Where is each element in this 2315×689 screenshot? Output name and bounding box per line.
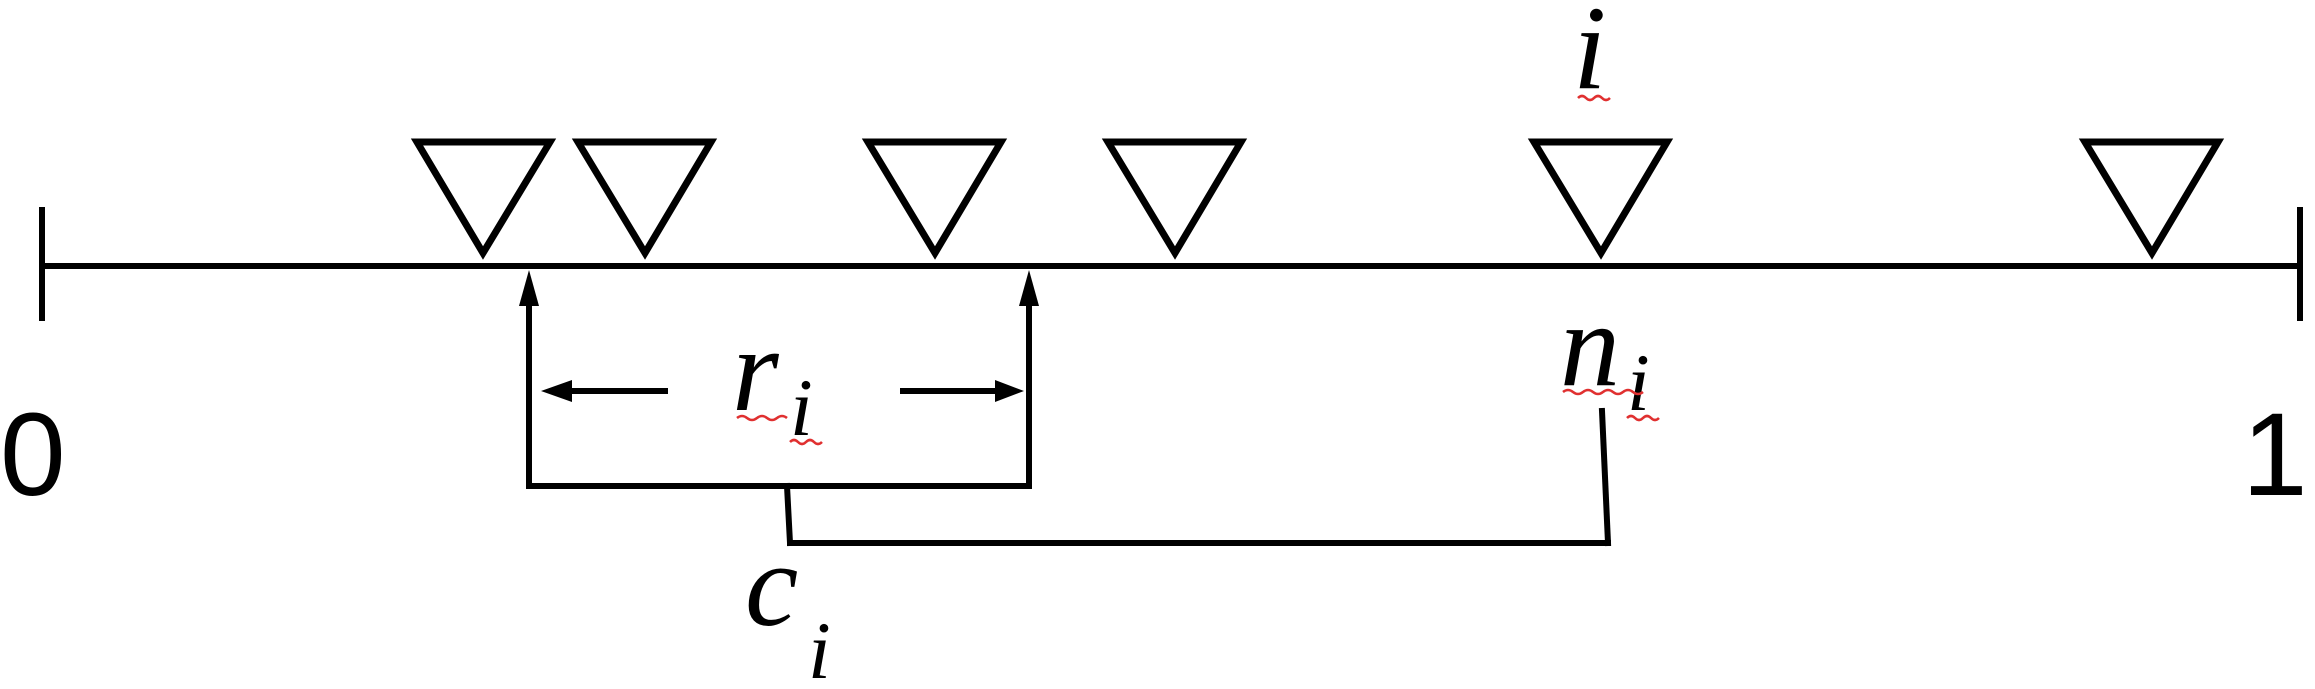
node-marker-icon [1527, 138, 1674, 260]
cost-label-base: c [745, 518, 798, 651]
node-marker-icon [1101, 138, 1248, 260]
node-marker-icon [410, 138, 557, 260]
range-label-base: r [732, 303, 780, 436]
spellcheck-underline [789, 438, 823, 446]
cost-label-sub: i [808, 605, 831, 689]
range-label-sub: i [790, 362, 813, 453]
axis-end-label: 1 [2242, 389, 2308, 521]
arrowhead-icon [519, 270, 539, 306]
node-marker-icon [571, 138, 718, 260]
axis-start-label: 0 [0, 389, 66, 521]
arrowhead-icon [541, 380, 572, 402]
node-marker-icon [2078, 138, 2225, 260]
node-marker-icon [861, 138, 1008, 260]
arrowhead-icon [1019, 270, 1039, 306]
spellcheck-underline [1562, 388, 1644, 396]
neighbor-label-base: n [1560, 278, 1620, 411]
neighbor-label-sub: i [1627, 337, 1650, 428]
cost-connector-left [783, 482, 794, 547]
node-label: i [1573, 0, 1606, 114]
spellcheck-underline [1577, 94, 1611, 102]
arrowhead-icon [995, 380, 1024, 402]
cost-connector-right [1598, 407, 1612, 547]
spellcheck-underline [1626, 414, 1660, 422]
spellcheck-underline [736, 414, 788, 422]
